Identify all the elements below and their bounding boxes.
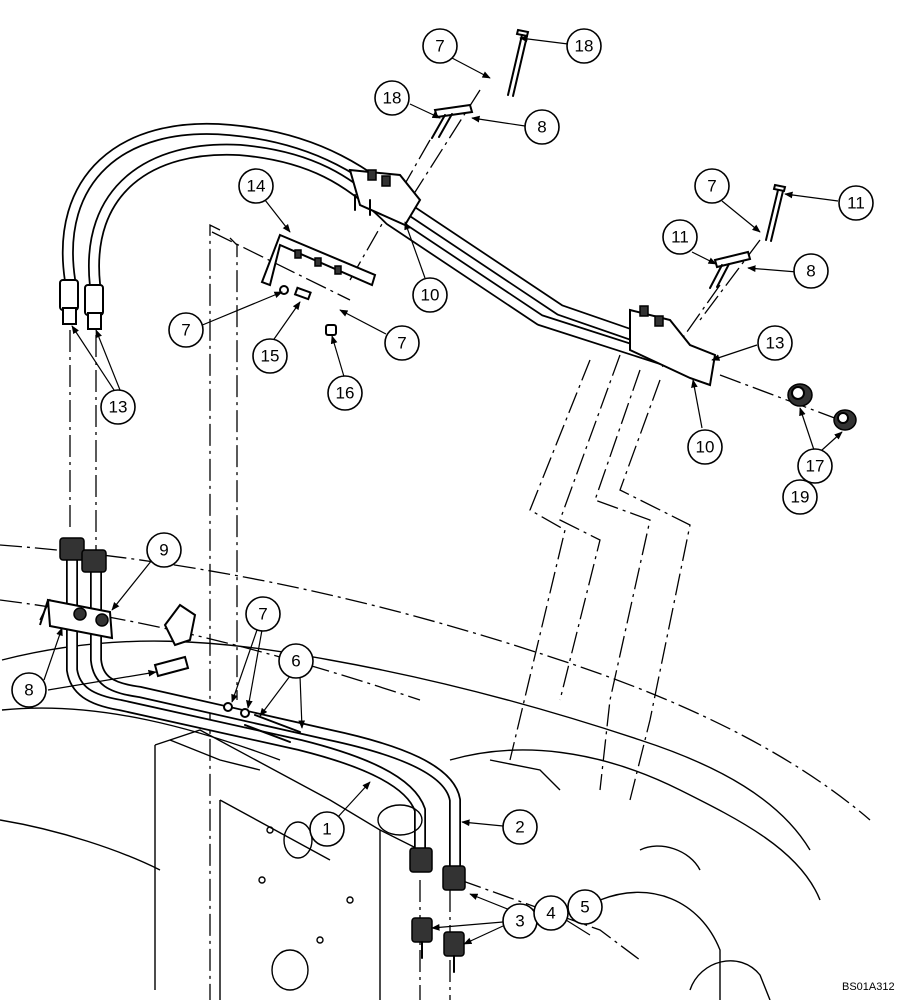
svg-text:11: 11 [847,194,865,213]
bolt-11-top [765,183,787,242]
callout-7[interactable]: 7 [245,596,281,632]
callout-13[interactable]: 13 [757,325,793,361]
plate-lower-bracket [163,603,197,647]
svg-text:7: 7 [181,321,190,340]
svg-text:10: 10 [421,286,440,305]
callout-1[interactable]: 1 [309,811,345,847]
nut-17 [325,324,337,336]
svg-text:8: 8 [806,262,815,281]
svg-text:10: 10 [696,438,715,457]
callout-7[interactable]: 7 [422,28,458,64]
fittings-3-4 [411,917,465,973]
caps-18-19 [787,383,857,431]
callout-8[interactable]: 8 [793,253,829,289]
svg-text:7: 7 [397,334,406,353]
callouts: 7 18 18 8 14 10 7 15 7 16 7 11 11 8 13 1… [11,28,874,939]
svg-text:3: 3 [515,912,524,931]
callout-10[interactable]: 10 [687,429,723,465]
svg-text:2: 2 [515,818,524,837]
svg-text:7: 7 [435,37,444,56]
svg-text:6: 6 [291,652,300,671]
callout-11[interactable]: 11 [662,219,698,255]
callout-15[interactable]: 15 [252,338,288,374]
clamp-bracket-right [629,305,717,387]
svg-text:9: 9 [159,541,168,560]
clamp-bracket-upper [348,168,422,227]
svg-text:16: 16 [336,384,355,403]
callout-3[interactable]: 3 [502,903,538,939]
svg-text:13: 13 [766,334,785,353]
svg-text:8: 8 [537,118,546,137]
callout-7[interactable]: 7 [694,168,730,204]
svg-text:11: 11 [671,228,689,247]
svg-text:8: 8 [24,681,33,700]
callout-4[interactable]: 4 [533,895,569,931]
svg-text:15: 15 [261,347,280,366]
bolt-16-top [507,28,530,97]
callout-9[interactable]: 9 [146,532,182,568]
svg-text:4: 4 [546,904,555,923]
upper-hoses [59,122,696,371]
svg-text:17: 17 [806,457,825,476]
drawing-code: BS01A312 [842,981,895,993]
support-bracket-14 [260,233,377,287]
callout-14[interactable]: 14 [238,168,274,204]
svg-text:7: 7 [258,605,267,624]
callout-7[interactable]: 7 [168,312,204,348]
svg-text:5: 5 [580,898,589,917]
svg-text:14: 14 [247,177,266,196]
svg-text:18: 18 [575,37,594,56]
callout-5[interactable]: 5 [567,889,603,925]
callout-11[interactable]: 11 [838,185,874,221]
washer-15-bolt [279,285,312,301]
callout-18[interactable]: 17 [797,448,833,484]
svg-text:1: 1 [322,820,331,839]
callout-6[interactable]: 6 [278,643,314,679]
plate-8-lower [153,655,190,678]
callout-8[interactable]: 8 [11,672,47,708]
callout-19[interactable]: 19 [782,479,818,515]
callout-10[interactable]: 10 [412,277,448,313]
bolts-6 [223,702,301,743]
lower-tubes [59,537,466,891]
svg-text:18: 18 [383,89,402,108]
callout-7[interactable]: 7 [384,325,420,361]
callout-16[interactable]: 18 [374,80,410,116]
bolt-11-left [709,250,752,289]
svg-text:7: 7 [707,177,716,196]
callout-2[interactable]: 2 [502,809,538,845]
callout-13[interactable]: 13 [100,389,136,425]
callout-16[interactable]: 18 [566,28,602,64]
leader-lines [43,35,843,945]
svg-text:19: 19 [791,488,810,507]
tube-clamp-9 [39,598,114,640]
callout-17[interactable]: 16 [327,375,363,411]
svg-text:13: 13 [109,398,128,417]
callout-8[interactable]: 8 [524,109,560,145]
